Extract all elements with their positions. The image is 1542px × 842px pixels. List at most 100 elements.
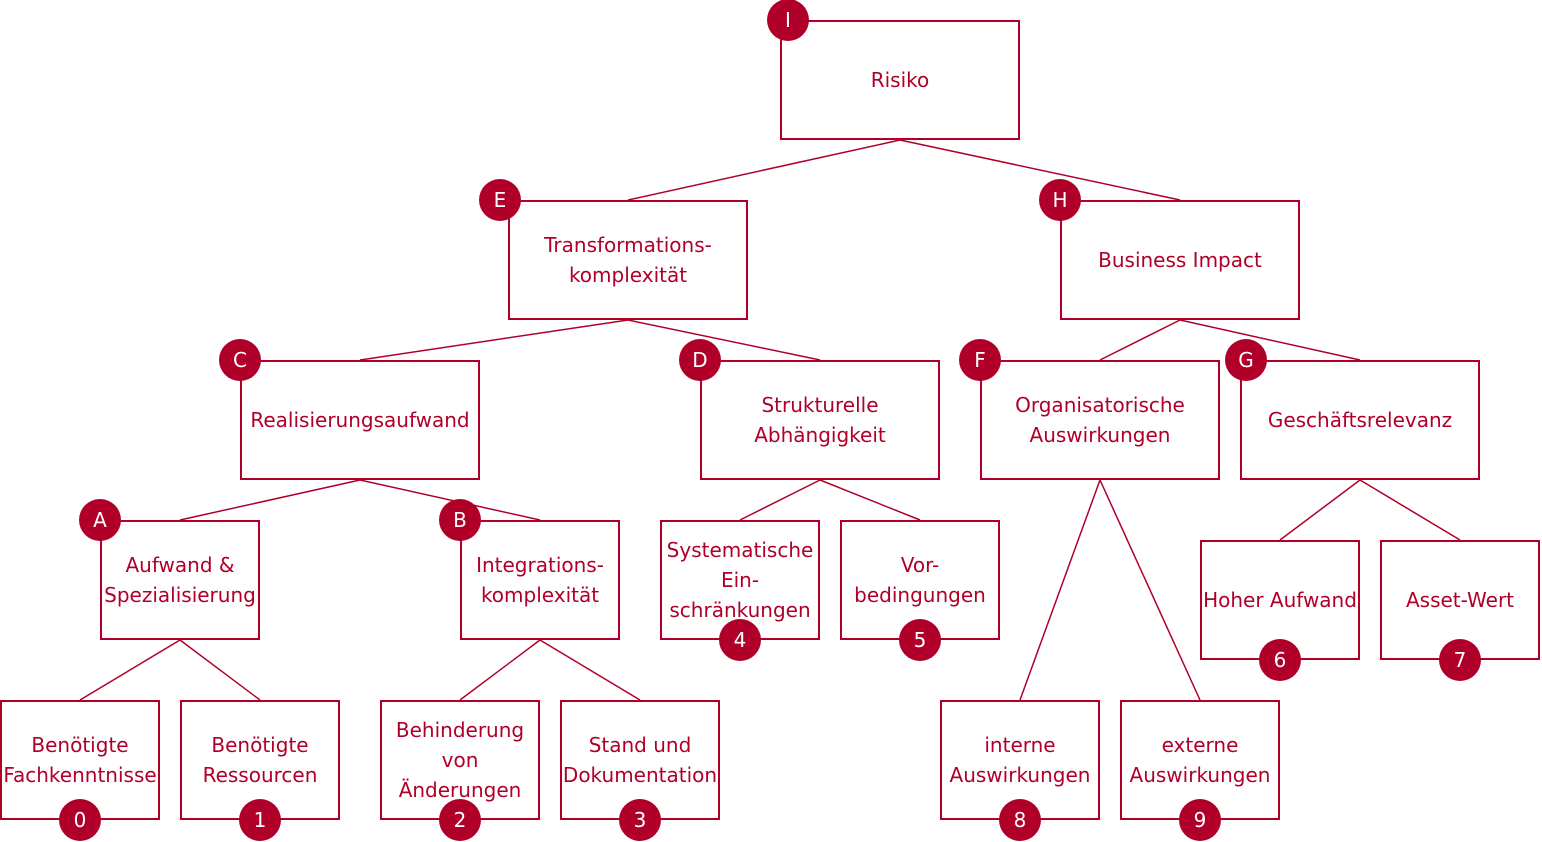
edge-F-9: [1099, 479, 1201, 701]
node-badge: [219, 339, 261, 381]
node-label: Ressourcen: [203, 763, 318, 787]
node-badge-label: F: [974, 348, 986, 372]
node-label: interne: [984, 733, 1055, 757]
node-label: Aufwand &: [126, 553, 235, 577]
edge-G-7: [1359, 479, 1461, 541]
node-label: Behinderung: [396, 718, 524, 742]
node-label: Dokumentation: [563, 763, 717, 787]
node-label: Risiko: [871, 68, 930, 92]
node-badge-label: 6: [1274, 648, 1287, 672]
node-box: [1240, 360, 1480, 480]
node-label: Integrations-: [476, 553, 604, 577]
node-badge: [1259, 639, 1301, 681]
node-label: komplexität: [569, 263, 687, 287]
edge-I-H: [899, 139, 1181, 201]
node-badge: [1225, 339, 1267, 381]
node-label: Geschäftsrelevanz: [1268, 408, 1452, 432]
node-badge: [999, 799, 1041, 841]
node-label: Transformations-: [543, 233, 712, 257]
edge-A-0: [79, 639, 181, 701]
node-badge-label: D: [692, 348, 707, 372]
node-badge-label: 1: [254, 808, 267, 832]
node-badge: [679, 339, 721, 381]
node-badge: [59, 799, 101, 841]
node-badge-label: G: [1238, 348, 1254, 372]
node-label: Asset-Wert: [1406, 588, 1514, 612]
node-5[interactable]: Vor-bedingungen 5: [840, 520, 1000, 661]
node-badge-label: 9: [1194, 808, 1207, 832]
node-badge: [959, 339, 1001, 381]
node-label: Benötigte: [211, 733, 308, 757]
node-badge: [619, 799, 661, 841]
edge-H-G: [1179, 319, 1361, 361]
node-A[interactable]: Aufwand & Spezialisierung A: [79, 499, 260, 640]
edge-E-C: [359, 319, 629, 361]
node-label: externe: [1162, 733, 1239, 757]
edge-B-2: [459, 639, 541, 701]
node-box: [980, 360, 1220, 480]
node-badge-label: 0: [74, 808, 87, 832]
node-label: Strukturelle: [761, 393, 878, 417]
node-label: Fachkenntnisse: [3, 763, 156, 787]
node-label: Realisierungsaufwand: [250, 408, 469, 432]
node-box: [700, 360, 940, 480]
node-label: Auswirkungen: [1130, 763, 1271, 787]
node-badge: [479, 179, 521, 221]
edge-C-A: [179, 479, 361, 521]
node-badge: [1039, 179, 1081, 221]
node-badge: [719, 619, 761, 661]
node-box: [240, 360, 480, 480]
node-box: [508, 200, 748, 320]
node-label: Änderungen: [399, 778, 522, 802]
node-badge: [767, 0, 809, 41]
node-badge-label: 4: [734, 628, 747, 652]
node-badge: [1439, 639, 1481, 681]
node-label: Spezialisierung: [104, 583, 256, 607]
edge-D-4: [739, 479, 821, 521]
node-box: [460, 520, 620, 640]
node-label: Auswirkungen: [950, 763, 1091, 787]
node-label: komplexität: [481, 583, 599, 607]
node-label: Vor-: [901, 553, 940, 577]
node-badge-label: 2: [454, 808, 467, 832]
node-badge-label: 5: [914, 628, 927, 652]
node-badge: [239, 799, 281, 841]
node-badge-label: 8: [1014, 808, 1027, 832]
node-label: Benötigte: [31, 733, 128, 757]
node-badge: [79, 499, 121, 541]
node-badge: [439, 499, 481, 541]
edge-C-B: [359, 479, 541, 521]
node-label: Abhängigkeit: [754, 423, 886, 447]
node-label: Organisatorische: [1015, 393, 1185, 417]
node-7[interactable]: Asset-Wert 7: [1380, 540, 1540, 681]
node-badge: [1179, 799, 1221, 841]
node-badge-label: A: [93, 508, 107, 532]
node-label: Stand und: [589, 733, 692, 757]
node-box: [1060, 200, 1300, 320]
edge-G-6: [1279, 479, 1361, 541]
node-badge-label: 7: [1454, 648, 1467, 672]
node-label: Auswirkungen: [1030, 423, 1171, 447]
edge-E-D: [627, 319, 821, 361]
node-G[interactable]: Geschäftsrelevanz G: [1225, 339, 1480, 480]
node-badge: [899, 619, 941, 661]
edge-A-1: [179, 639, 261, 701]
node-label: bedingungen: [854, 583, 986, 607]
node-box: [780, 20, 1020, 140]
